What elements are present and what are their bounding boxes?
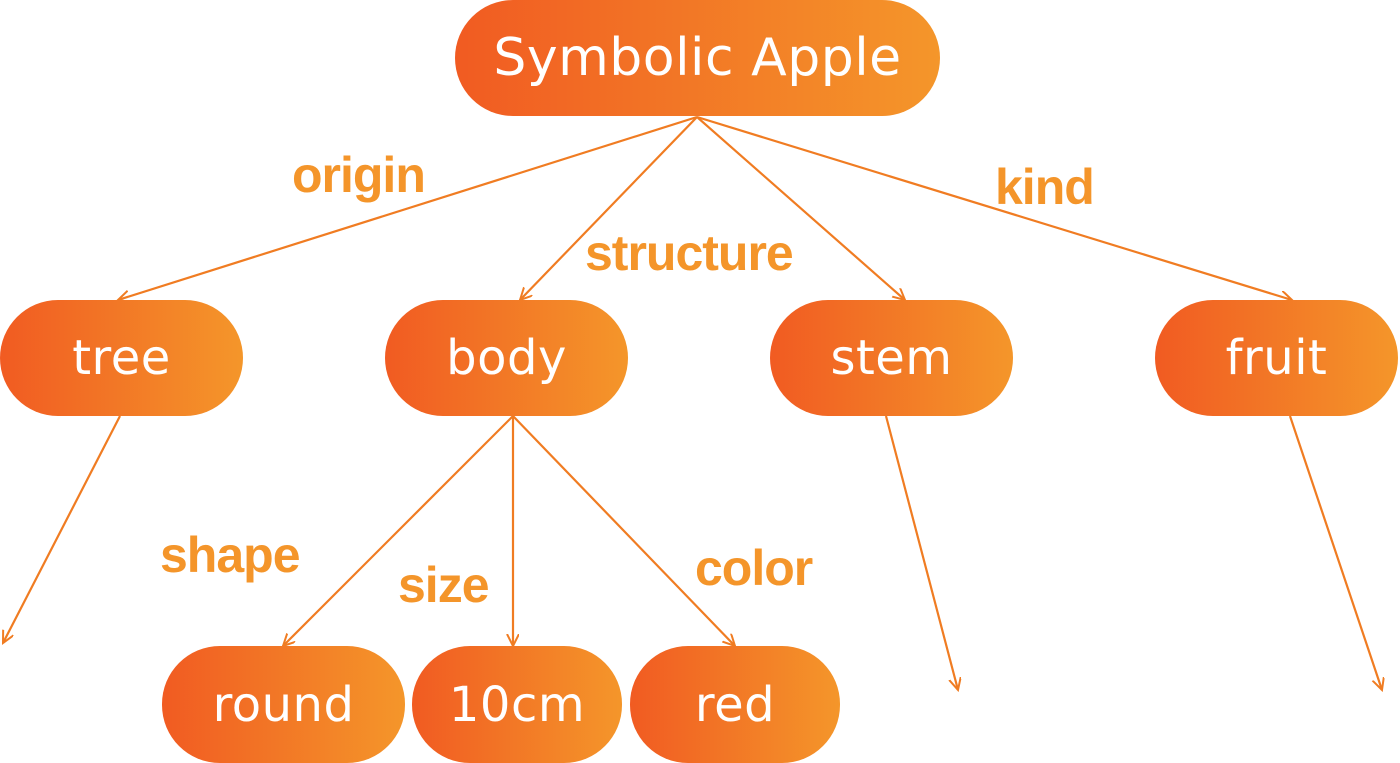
- node-stem: stem: [770, 300, 1013, 416]
- node-label: round: [212, 676, 355, 733]
- edge-root-body: [520, 116, 698, 300]
- node-label: fruit: [1225, 330, 1328, 386]
- edge-stem-out: [884, 415, 958, 690]
- node-red: red: [630, 646, 840, 763]
- edge-body-red: [512, 415, 735, 646]
- node-label: body: [446, 330, 567, 386]
- node-round: round: [162, 646, 405, 763]
- node-label: 10cm: [448, 676, 586, 733]
- edge-label-size: size: [398, 557, 490, 613]
- node-body: body: [385, 300, 628, 416]
- edge-root-fruit: [696, 115, 1292, 300]
- edge-root-stem: [696, 116, 905, 300]
- edge-label-kind: kind: [995, 159, 1095, 215]
- node-tree: tree: [0, 300, 243, 416]
- node-label: tree: [72, 330, 171, 386]
- edge-root-tree: [118, 115, 698, 300]
- edge-tree-out: [3, 415, 121, 643]
- edge-label-origin: origin: [292, 147, 426, 203]
- node-label: red: [694, 676, 776, 733]
- edge-label-shape: shape: [160, 527, 301, 583]
- edge-fruit-out: [1288, 415, 1382, 690]
- node-10cm: 10cm: [412, 646, 622, 763]
- edge-label-color: color: [695, 540, 813, 596]
- edge-label-structure: structure: [585, 225, 794, 281]
- edge-body-round: [283, 415, 514, 646]
- node-symbolic-apple: Symbolic Apple: [455, 0, 940, 116]
- node-label: Symbolic Apple: [493, 28, 902, 88]
- node-label: stem: [830, 330, 953, 386]
- node-fruit: fruit: [1155, 300, 1398, 416]
